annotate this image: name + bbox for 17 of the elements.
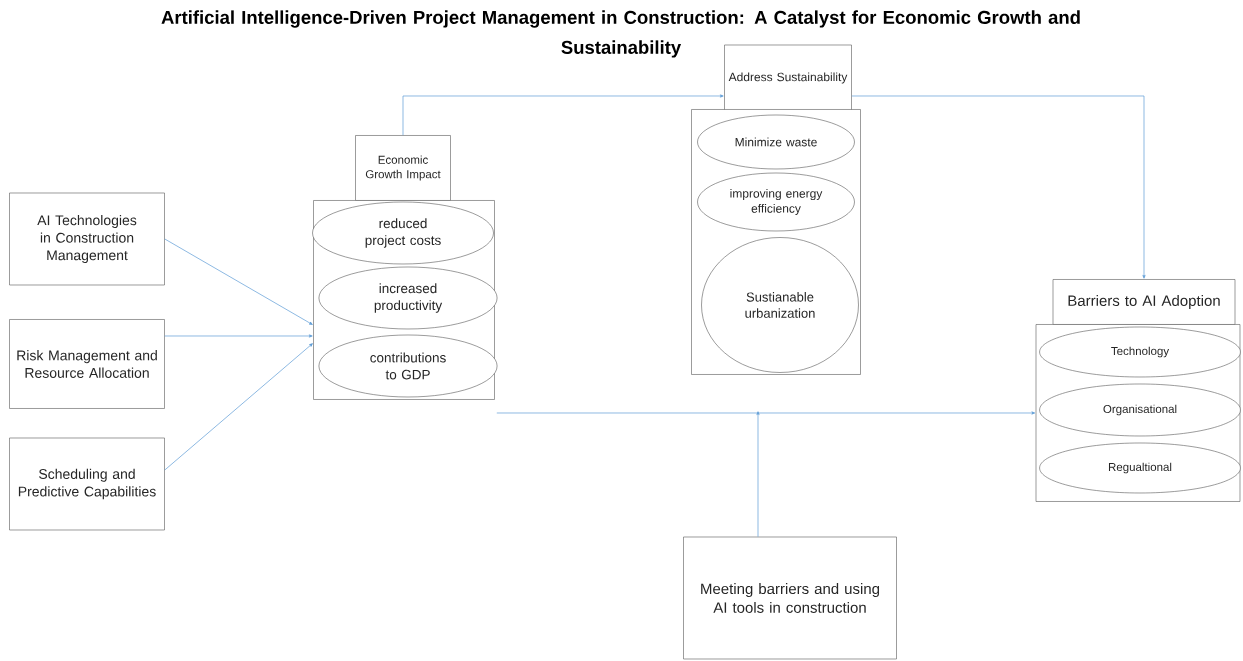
arrow: [164, 238, 313, 325]
process-box: Meeting barriers and using AI tools in construction: [683, 536, 897, 660]
arrow: [756, 411, 760, 538]
process-box: AI Technologies in Construction Management: [9, 192, 165, 286]
arrow: [164, 343, 313, 471]
node-label: Technology: [1111, 346, 1170, 358]
arrow: [402, 94, 724, 136]
arrow: [496, 411, 1036, 415]
process-box: Risk Management and Resource Allocation: [9, 319, 165, 409]
heading-box: Barriers to AI Adoption: [1052, 279, 1236, 325]
node-label: Organisational: [1103, 404, 1177, 416]
heading-box: Economic Growth Impact: [355, 135, 451, 201]
heading-box: Address Sustainability: [724, 44, 852, 112]
arrow: [164, 334, 313, 338]
node-label: Regualtional: [1108, 462, 1172, 474]
process-box: Scheduling and Predictive Capabilities: [9, 437, 165, 531]
arrow: [851, 95, 1146, 279]
